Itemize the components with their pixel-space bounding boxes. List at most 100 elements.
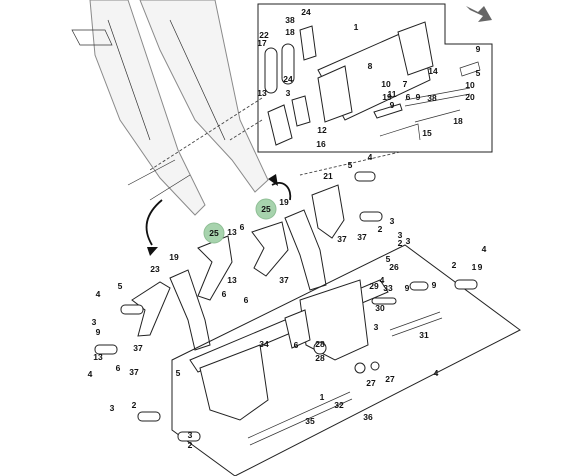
lift-links [94, 171, 383, 355]
labels-main-35: 29 [369, 281, 379, 291]
labels-main-25: 6 [116, 363, 121, 373]
labels-main-19: 4 [96, 289, 101, 299]
labels-main-36: 3 [406, 236, 411, 246]
labels-main-45: 28 [315, 339, 325, 349]
labels-main-43: 31 [419, 330, 429, 340]
labels-inset-16: 24 [283, 74, 293, 84]
labels-main-5: 6 [240, 222, 245, 232]
labels-main-24: 13 [93, 352, 103, 362]
labels-main-9: 37 [357, 232, 367, 242]
labels-inset-15: 38 [427, 93, 437, 103]
labels-main-41: 3 [374, 322, 379, 332]
labels-main-2: 21 [323, 171, 333, 181]
labels-main-28: 26 [389, 262, 399, 272]
labels-inset-17: 13 [257, 88, 267, 98]
labels-inset-9: 5 [476, 68, 481, 78]
labels-main-17: 2 [398, 238, 403, 248]
labels-main-51: 2 [132, 400, 137, 410]
labels-main-13: 13 [227, 275, 237, 285]
labels-inset-5: 17 [257, 38, 267, 48]
labels-main-7: 2 [378, 224, 383, 234]
labels-inset-22: 20 [465, 92, 475, 102]
labels-inset-13: 6 [406, 92, 411, 102]
labels-main-16: 3 [398, 230, 403, 240]
highlighted-callout-labels: 25 25 [209, 204, 271, 238]
labels-main-6: 3 [390, 216, 395, 226]
labels-main-47: 37 [129, 367, 139, 377]
labels-main-14: 6 [222, 289, 227, 299]
inset-parts [264, 21, 481, 146]
labels-inset-25: 18 [453, 116, 463, 126]
labels-main-31: 4 [482, 244, 487, 254]
labels-main-38: 28 [315, 353, 325, 363]
labels-main-11: 23 [150, 264, 160, 274]
labels-main-33: 5 [386, 254, 391, 264]
labels-inset-19: 11 [388, 89, 397, 99]
labels-inset-21: 10 [465, 80, 475, 90]
labels-main-4: 13 [227, 227, 237, 237]
labels-inset-7: 14 [428, 66, 438, 76]
labels-inset-18: 3 [286, 88, 291, 98]
labels-main-1: 4 [368, 152, 373, 162]
next-page-arrow-icon[interactable] [466, 6, 492, 22]
inset-detail-frame [149, 3, 493, 176]
labels-main-30: 9 [405, 283, 410, 293]
labels-inset-0: 1 [354, 22, 359, 32]
labels-inset-3: 18 [285, 27, 295, 37]
labels-hl-0: 25 [209, 228, 219, 238]
assembly-arrow-left [145, 199, 163, 246]
assembly-arrow-right-head-icon [268, 174, 278, 186]
labels-main-54: 35 [305, 416, 315, 426]
labels-main-53: 1 [320, 392, 325, 402]
labels-main-22: 4 [88, 369, 93, 379]
labels-inset-23: 12 [317, 125, 327, 135]
labels-main-46: 27 [366, 378, 376, 388]
labels-main-3: 19 [279, 197, 289, 207]
labels-hl-1: 25 [261, 204, 271, 214]
labels-main-32: 9 [432, 280, 437, 290]
labels-main-26: 2 [452, 260, 457, 270]
frame-detail-box [137, 244, 521, 476]
labels-main-39: 30 [375, 303, 385, 313]
labels-main-57: 2 [188, 440, 193, 450]
assembly-arrow-left-head-icon [147, 247, 158, 256]
labels-inset-1: 24 [301, 7, 311, 17]
labels-inset-14: 9 [416, 92, 421, 102]
labels-main-55: 36 [363, 412, 373, 422]
labels-main-40: 4 [380, 275, 385, 285]
labels-inset-12: 19 [382, 92, 392, 102]
labels-main-52: 32 [334, 400, 344, 410]
labels-main-49: 4 [434, 368, 439, 378]
labels-inset-24: 15 [422, 128, 432, 138]
labels-main-37: 37 [133, 343, 143, 353]
labels-inset-20: 9 [390, 100, 395, 110]
labels-main-12: 19 [169, 252, 179, 262]
labels-main-50: 3 [110, 403, 115, 413]
labels-main-29: 33 [383, 283, 393, 293]
labels-inset-10: 10 [381, 79, 391, 89]
labels-inset-4: 22 [259, 30, 269, 40]
labels-inset-6: 8 [368, 61, 373, 71]
labels-main-15: 37 [279, 275, 289, 285]
labels-main-21: 9 [96, 327, 101, 337]
labels-main-27: 9 [478, 262, 483, 272]
highlight-circle-25b [255, 198, 277, 220]
labels-main-20: 3 [92, 317, 97, 327]
labels-inset-26: 16 [316, 139, 326, 149]
labels-main-0: 5 [348, 160, 353, 170]
labels-main-34: 1 [472, 262, 477, 272]
labels-inset-8: 9 [476, 44, 481, 54]
labels-main-44: 6 [294, 340, 299, 350]
labels-main-8: 37 [337, 234, 347, 244]
highlight-circle-25a [203, 222, 225, 244]
labels-main-18: 6 [244, 295, 249, 305]
labels-inset-11: 7 [403, 79, 408, 89]
labels-main-56: 3 [188, 430, 193, 440]
labels-main-48: 27 [385, 374, 395, 384]
loader-boom-outline [71, 0, 269, 216]
labels-main-23: 5 [176, 368, 181, 378]
labels-inset-2: 38 [285, 15, 295, 25]
